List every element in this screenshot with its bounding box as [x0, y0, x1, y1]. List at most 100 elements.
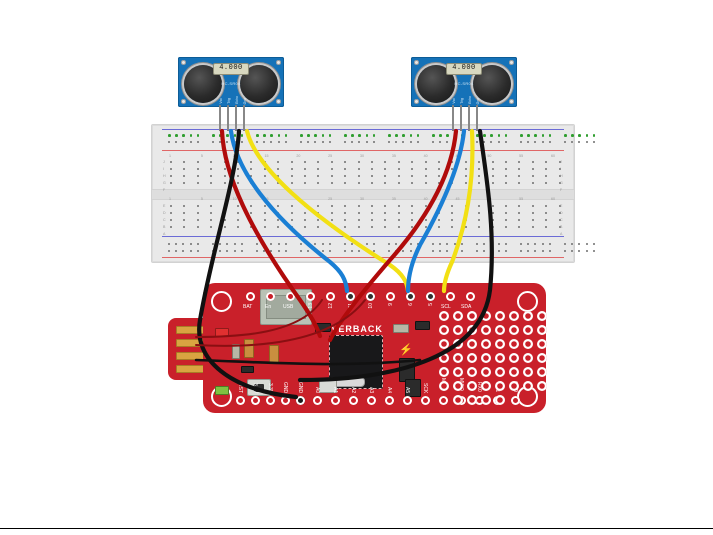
- proto-hole[interactable]: [537, 311, 547, 321]
- proto-hole[interactable]: [537, 353, 547, 363]
- breadboard-power-hole[interactable]: [256, 134, 259, 137]
- breadboard-power-hole[interactable]: [453, 250, 456, 252]
- breadboard-hole[interactable]: [263, 182, 266, 184]
- breadboard-hole[interactable]: [438, 205, 440, 207]
- breadboard-hole[interactable]: [451, 205, 454, 207]
- breadboard-power-hole[interactable]: [460, 141, 463, 143]
- breadboard-power-hole[interactable]: [212, 243, 214, 245]
- proto-hole[interactable]: [481, 395, 491, 405]
- header-hole-gnd-c[interactable]: [511, 396, 520, 405]
- breadboard-hole[interactable]: [371, 219, 373, 221]
- breadboard-hole[interactable]: [531, 226, 534, 228]
- breadboard-power-hole[interactable]: [395, 141, 398, 143]
- breadboard-hole[interactable]: [531, 161, 534, 163]
- breadboard-hole[interactable]: [330, 205, 333, 207]
- breadboard-power-hole[interactable]: [388, 243, 390, 245]
- breadboard-hole[interactable]: [397, 161, 400, 163]
- proto-hole[interactable]: [481, 353, 491, 363]
- breadboard-hole[interactable]: [371, 212, 373, 214]
- breadboard-hole[interactable]: [464, 161, 467, 163]
- breadboard-power-hole[interactable]: [307, 134, 310, 137]
- breadboard-hole[interactable]: [491, 219, 494, 221]
- breadboard-hole[interactable]: [411, 212, 414, 214]
- breadboard-hole[interactable]: [438, 182, 440, 184]
- breadboard-hole[interactable]: [290, 212, 293, 214]
- breadboard-power-hole[interactable]: [564, 141, 566, 143]
- breadboard-power-hole[interactable]: [307, 250, 310, 252]
- breadboard-power-hole[interactable]: [416, 250, 419, 252]
- breadboard-power-hole[interactable]: [432, 134, 435, 137]
- breadboard-hole[interactable]: [250, 182, 253, 184]
- breadboard-power-hole[interactable]: [219, 141, 222, 143]
- proto-hole[interactable]: [467, 353, 477, 363]
- breadboard-power-hole[interactable]: [358, 250, 361, 252]
- breadboard-hole[interactable]: [558, 226, 561, 228]
- header-hole-3v3-a[interactable]: [251, 396, 260, 405]
- breadboard-hole[interactable]: [438, 175, 440, 177]
- proto-hole[interactable]: [467, 395, 477, 405]
- breadboard-hole[interactable]: [250, 219, 253, 221]
- breadboard-power-hole[interactable]: [409, 134, 413, 137]
- breadboard-hole[interactable]: [397, 182, 400, 184]
- proto-hole[interactable]: [509, 311, 519, 321]
- proto-hole[interactable]: [509, 353, 519, 363]
- breadboard-hole[interactable]: [317, 161, 320, 163]
- breadboard-power-hole[interactable]: [541, 134, 545, 137]
- breadboard-hole[interactable]: [531, 168, 534, 170]
- breadboard-hole[interactable]: [277, 175, 280, 177]
- breadboard-power-hole[interactable]: [388, 250, 390, 252]
- breadboard-hole[interactable]: [424, 161, 427, 163]
- breadboard-power-hole[interactable]: [439, 141, 442, 143]
- breadboard-power-hole[interactable]: [446, 141, 449, 143]
- breadboard-hole[interactable]: [250, 161, 253, 163]
- breadboard-power-hole[interactable]: [270, 141, 273, 143]
- breadboard-power-hole[interactable]: [585, 134, 589, 137]
- breadboard-hole[interactable]: [438, 212, 440, 214]
- breadboard-hole[interactable]: [330, 226, 333, 228]
- breadboard-power-hole[interactable]: [372, 134, 376, 137]
- header-hole-en[interactable]: [266, 292, 275, 301]
- breadboard-power-hole[interactable]: [571, 250, 574, 252]
- header-hole-rx0[interactable]: [475, 396, 484, 405]
- breadboard-power-hole[interactable]: [585, 250, 588, 252]
- breadboard-hole[interactable]: [210, 226, 213, 228]
- proto-hole[interactable]: [439, 367, 449, 377]
- breadboard-power-hole[interactable]: [263, 134, 266, 137]
- proto-hole[interactable]: [481, 367, 491, 377]
- breadboard-hole[interactable]: [397, 175, 400, 177]
- breadboard-power-hole[interactable]: [219, 243, 222, 245]
- breadboard-hole[interactable]: [451, 175, 454, 177]
- breadboard-hole[interactable]: [545, 226, 548, 228]
- proto-hole[interactable]: [509, 339, 519, 349]
- breadboard-power-hole[interactable]: [351, 134, 354, 137]
- breadboard-power-hole[interactable]: [189, 250, 192, 252]
- breadboard-power-hole[interactable]: [189, 243, 192, 245]
- breadboard-hole[interactable]: [371, 205, 373, 207]
- breadboard-power-hole[interactable]: [328, 134, 332, 137]
- breadboard-power-hole[interactable]: [263, 250, 266, 252]
- proto-hole[interactable]: [453, 381, 463, 391]
- breadboard-power-hole[interactable]: [196, 243, 199, 245]
- breadboard-hole[interactable]: [263, 175, 266, 177]
- breadboard-power-hole[interactable]: [527, 134, 530, 137]
- breadboard-power-hole[interactable]: [483, 134, 486, 137]
- breadboard-hole[interactable]: [304, 205, 306, 207]
- breadboard-power-hole[interactable]: [520, 134, 523, 137]
- breadboard-power-hole[interactable]: [432, 141, 434, 143]
- breadboard-power-hole[interactable]: [189, 134, 193, 137]
- header-hole-6[interactable]: [406, 292, 415, 301]
- breadboard-power-hole[interactable]: [344, 141, 346, 143]
- breadboard-power-hole[interactable]: [233, 134, 237, 137]
- breadboard-hole[interactable]: [210, 161, 213, 163]
- breadboard-power-hole[interactable]: [168, 243, 170, 245]
- breadboard-hole[interactable]: [223, 168, 226, 170]
- breadboard-hole[interactable]: [170, 205, 172, 207]
- breadboard-power-hole[interactable]: [446, 250, 449, 252]
- breadboard-hole[interactable]: [518, 168, 521, 170]
- breadboard-power-hole[interactable]: [564, 250, 566, 252]
- breadboard-hole[interactable]: [438, 168, 440, 170]
- breadboard-hole[interactable]: [250, 175, 253, 177]
- breadboard-power-hole[interactable]: [358, 243, 361, 245]
- breadboard-hole[interactable]: [558, 175, 561, 177]
- proto-hole[interactable]: [467, 381, 477, 391]
